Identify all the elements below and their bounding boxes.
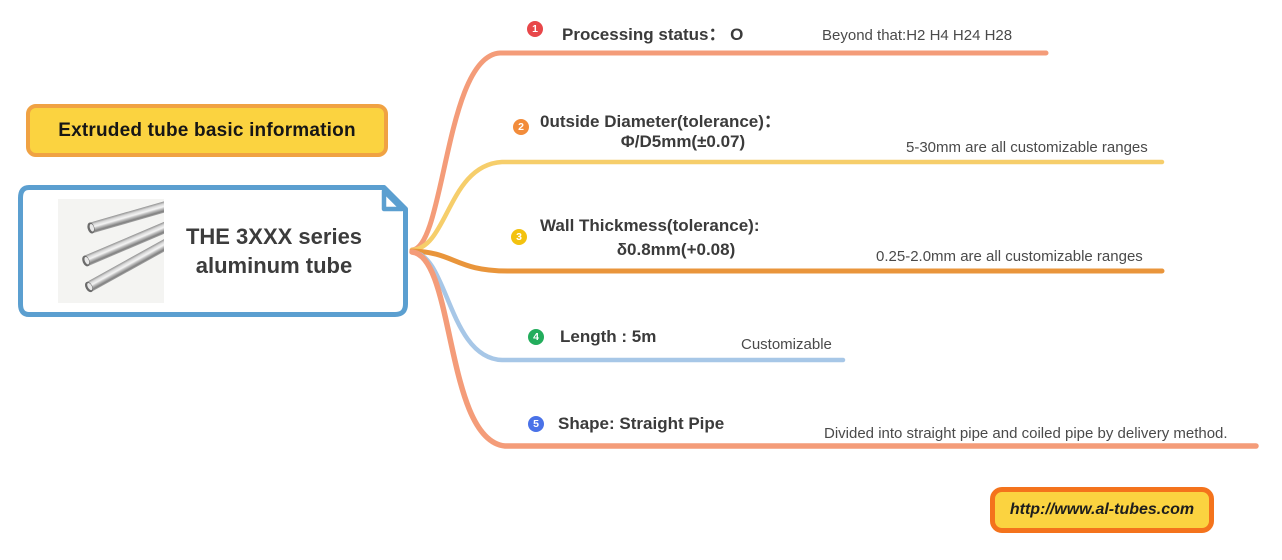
branch-1-number-badge: 1: [527, 21, 543, 37]
branch-2-number-badge: 2: [513, 119, 529, 135]
branch-3-label[interactable]: Wall Thickmess(tolerance):: [540, 216, 760, 235]
website-link-button[interactable]: http://www.al-tubes.com: [990, 487, 1214, 533]
branch-2-note: 5-30mm are all customizable ranges: [906, 139, 1148, 156]
branch-1-connector: [409, 50, 1049, 253]
branch-4-note: Customizable: [741, 336, 832, 353]
branch-5-connector: [409, 249, 1259, 449]
root-topic-node[interactable]: Extruded tube basic information: [26, 104, 388, 157]
branch-3-note: 0.25-2.0mm are all customizable ranges: [876, 248, 1143, 265]
branch-5-number-badge: 5: [528, 416, 544, 432]
main-topic-title-line2: aluminum tube: [195, 253, 353, 278]
branch-4-number-badge: 4: [528, 329, 544, 345]
main-topic-title: THE 3XXX series aluminum tube: [160, 222, 388, 280]
website-url-label: http://www.al-tubes.com: [1009, 501, 1195, 518]
branch-3-connector: [409, 248, 1165, 274]
branch-2-label[interactable]: 0utside Diameter(tolerance)：: [540, 112, 781, 131]
folded-corner-icon: [381, 188, 405, 212]
branch-3-label-line2: δ0.8mm(+0.08): [616, 240, 736, 259]
branch-4-label[interactable]: Length : 5m: [560, 327, 657, 346]
branch-5-label[interactable]: Shape: Straight Pipe: [558, 414, 725, 433]
branch-1-label[interactable]: Processing status： O: [562, 25, 744, 44]
aluminum-tubes-image: [58, 199, 164, 303]
main-topic-title-line1: THE 3XXX series: [185, 224, 363, 249]
branch-2-connector: [409, 159, 1165, 253]
branch-5-note: Divided into straight pipe and coiled pi…: [824, 425, 1228, 442]
branch-3-number-badge: 3: [511, 229, 527, 245]
root-topic-label: Extruded tube basic information: [58, 119, 356, 141]
branch-1-note: Beyond that:H2 H4 H24 H28: [822, 27, 1013, 44]
branch-2-label-line2: Φ/D5mm(±0.07): [620, 132, 746, 151]
